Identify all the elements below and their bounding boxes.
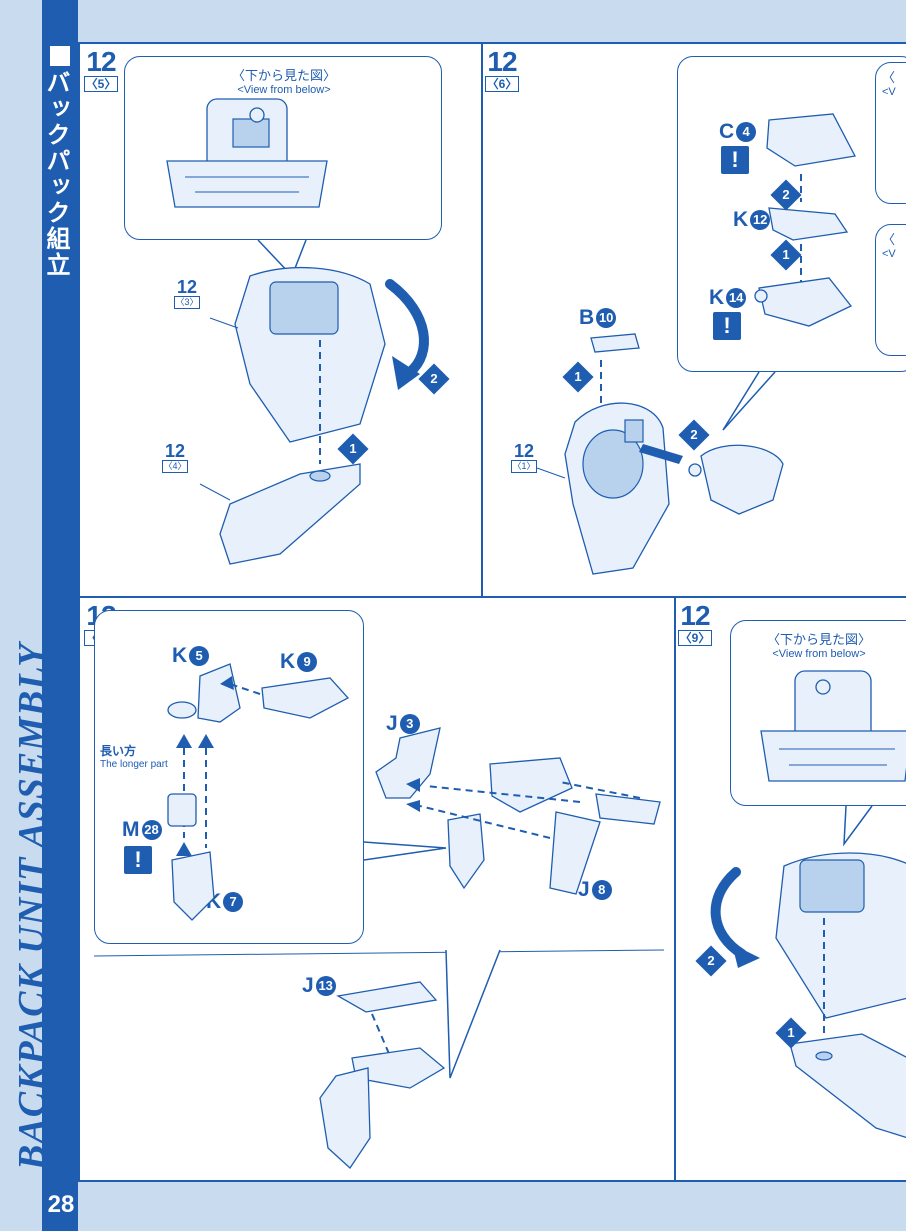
step-marker-2: 2 — [418, 363, 450, 395]
panel-step-12-5: 12 〈5〉 〈下から見た図〉 <View from below> 12 〈3〉… — [78, 42, 483, 598]
section-title-jp: バックパック組立 — [42, 70, 70, 278]
frame-assembly-illustration — [93, 663, 665, 1169]
caution-icon: ! — [721, 146, 749, 174]
step-badge: 12 〈5〉 — [84, 46, 118, 92]
backpack-assembly-illustration — [199, 266, 429, 565]
longer-part-note: 長い方 The longer part — [100, 744, 168, 770]
shoulder-part-assembly-illustration — [536, 113, 856, 575]
step-marker-1: 1 — [775, 1017, 807, 1049]
caution-icon: ! — [713, 312, 741, 340]
step-badge: 12 〈9〉 — [678, 600, 712, 646]
section-title-en: BACKPACK UNIT ASSEMBLY — [11, 642, 53, 1170]
view-from-below-callout: 〈下から見た図〉 <View from below> — [124, 56, 442, 240]
ref-step-12-1: 12 〈1〉 — [511, 441, 537, 473]
step-marker-2: 2 — [695, 945, 727, 977]
ref-step-12-3: 12 〈3〉 — [174, 277, 200, 309]
detail-callout-top: 〈 <V — [875, 62, 906, 204]
step-marker-2: 2 — [770, 179, 802, 211]
section-marker — [50, 46, 70, 66]
backpack-bottom-view-illustration — [760, 670, 906, 782]
panel-step-12-9: 12 〈9〉 〈下から見た図〉 <View from below> 2 1 — [674, 596, 906, 1182]
caution-icon: ! — [124, 846, 152, 874]
callout-caption: 〈下から見た図〉 <View from below> — [231, 68, 336, 96]
sidebar-stripe — [42, 0, 78, 1231]
backpack-assembly-illustration — [710, 805, 906, 1139]
view-from-below-callout: 〈下から見た図〉 <View from below> — [730, 620, 906, 806]
backpack-bottom-view-illustration — [166, 98, 328, 208]
step-marker-1: 1 — [337, 433, 369, 465]
step-marker-1: 1 — [770, 239, 802, 271]
ref-step-12-4: 12 〈4〉 — [162, 441, 188, 473]
step-marker-1: 1 — [562, 361, 594, 393]
step-marker-2: 2 — [678, 419, 710, 451]
detail-callout-bottom: 〈 <V — [875, 224, 906, 356]
page-number: 28 — [47, 1191, 75, 1218]
step-badge: 12 〈6〉 — [485, 46, 519, 92]
panel-step-12-8: 12 〈8〉 K5 K9 長い方 The longer part M28 ! K… — [78, 596, 676, 1182]
